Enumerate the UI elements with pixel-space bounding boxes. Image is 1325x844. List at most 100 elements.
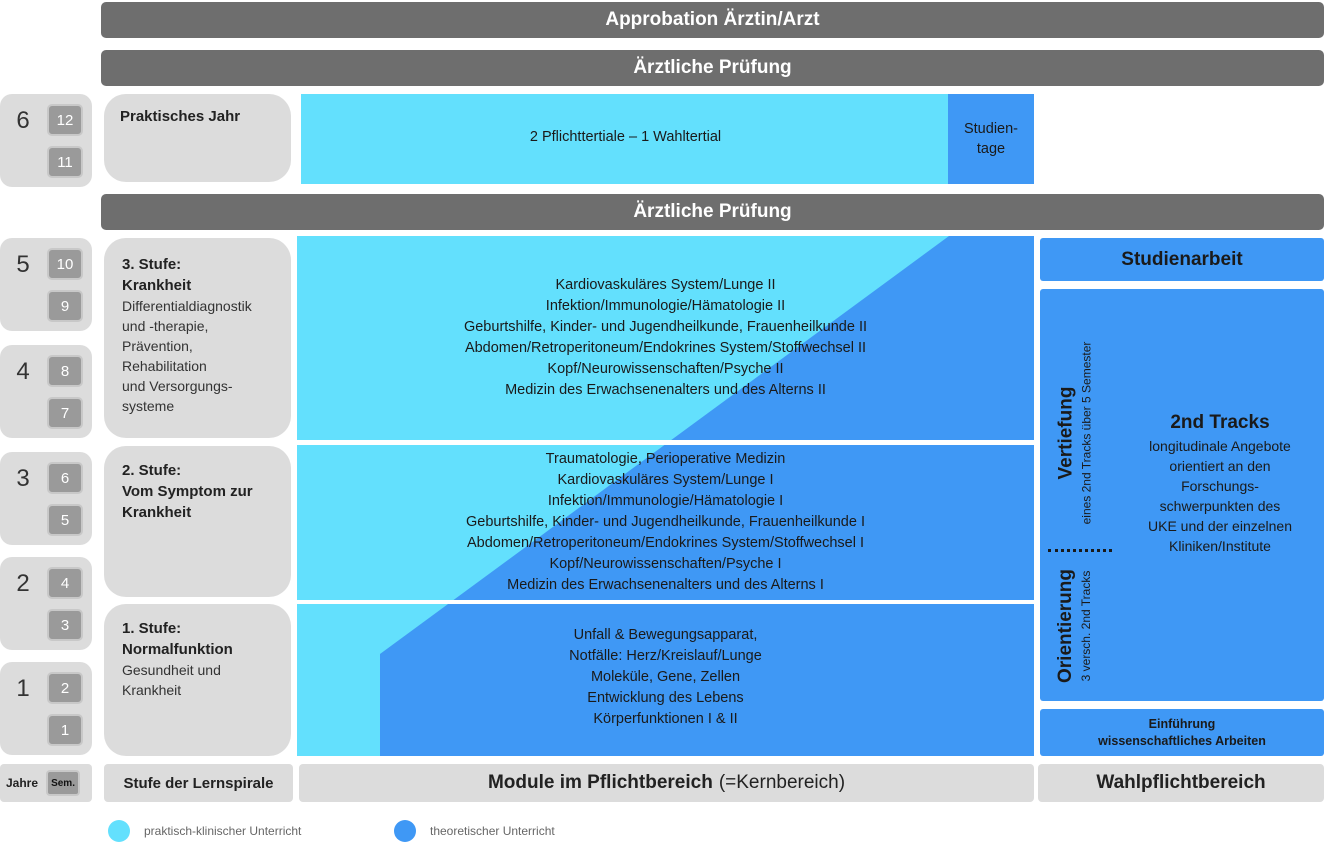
orientierung-group: Orientierung 3 versch. 2nd Tracks bbox=[1048, 560, 1100, 692]
pruefung-label-mid: Ärztliche Prüfung bbox=[633, 201, 792, 222]
second-tracks-desc-2: Forschungs- bbox=[1181, 478, 1259, 494]
footer-stufe: Stufe der Lernspirale bbox=[104, 764, 293, 802]
vertiefung-label: Vertiefung bbox=[1055, 386, 1077, 480]
pj-module-label: 2 Pflichttertiale – 1 Wahltertial bbox=[529, 128, 722, 145]
module-3-line-4: Kopf/Neurowissenschaften/Psyche II bbox=[547, 361, 784, 377]
year-number-5: 5 bbox=[16, 251, 30, 278]
module-2-line-5: Kopf/Neurowissenschaften/Psyche I bbox=[549, 556, 782, 572]
module-3-line-3: Abdomen/Retroperitoneum/Endokrines Syste… bbox=[464, 340, 867, 356]
einfuehrung-box: Einführung wissenschaftliches Arbeiten bbox=[1040, 709, 1324, 756]
footer-jahre-label: Jahre bbox=[6, 776, 39, 790]
module-2-line-6: Medizin des Erwachsenenalters und des Al… bbox=[507, 577, 824, 593]
second-tracks-text: 2nd Tracks longitudinale Angebote orient… bbox=[1120, 410, 1320, 556]
semester-1: 1 bbox=[47, 714, 83, 746]
year-number-4: 4 bbox=[16, 358, 30, 385]
footer-module-normal: (=Kernbereich) bbox=[718, 772, 846, 793]
stage-1-title-a: 1. Stufe: bbox=[122, 620, 182, 637]
module-2-line-0: Traumatologie, Perioperative Medizin bbox=[545, 451, 786, 467]
module-1-line-1: Notfälle: Herz/Kreislauf/Lunge bbox=[569, 647, 762, 664]
footer-wahl-label: Wahlpflichtbereich bbox=[1096, 772, 1266, 793]
stage-3-desc-5: systeme bbox=[122, 398, 175, 414]
footer-stufe-label: Stufe der Lernspirale bbox=[123, 774, 274, 792]
semester-8: 8 bbox=[47, 355, 83, 387]
semester-12: 12 bbox=[47, 104, 83, 136]
legend-practical-label: praktisch-klinischer Unterricht bbox=[144, 824, 302, 838]
semester-11: 11 bbox=[47, 146, 83, 178]
year-number-3: 3 bbox=[16, 465, 30, 492]
module-2-line-3: Geburtshilfe, Kinder- und Jugendheilkund… bbox=[465, 514, 865, 530]
stage-3-desc-1: und -therapie, bbox=[122, 318, 209, 334]
pruefung-bar-mid: Ärztliche Prüfung bbox=[101, 194, 1324, 230]
second-tracks-desc-4: UKE und der einzelnen bbox=[1148, 518, 1292, 534]
second-tracks-panel bbox=[1040, 289, 1324, 701]
stage-2-title-a: 2. Stufe: bbox=[122, 462, 182, 479]
pj-module-text: 2 Pflichttertiale – 1 Wahltertial bbox=[301, 94, 950, 180]
stage-2-title-b: Vom Symptom zur bbox=[122, 483, 253, 500]
semester-10: 10 bbox=[47, 248, 83, 280]
footer-wahl: Wahlpflichtbereich bbox=[1038, 764, 1324, 802]
module-block-1: Unfall & Bewegungsapparat, Notfälle: Her… bbox=[297, 604, 1034, 750]
module-1-line-3: Entwicklung des Lebens bbox=[587, 689, 744, 706]
theoretical-region bbox=[380, 236, 1034, 756]
footer-module-bold: Module im Pflichtbereich bbox=[487, 772, 713, 793]
second-tracks-desc-3: schwerpunkten des bbox=[1159, 498, 1281, 514]
studientage-label-b: tage bbox=[976, 141, 1006, 157]
module-3-line-2: Geburtshilfe, Kinder- und Jugendheilkund… bbox=[463, 319, 868, 335]
module-block-2: Traumatologie, Perioperative Medizin Kar… bbox=[297, 445, 1034, 600]
semester-2: 2 bbox=[47, 672, 83, 704]
pruefung-bar-top: Ärztliche Prüfung bbox=[101, 50, 1324, 86]
studientage-box: Studien- tage bbox=[948, 94, 1034, 184]
semester-3: 3 bbox=[47, 609, 83, 641]
stage-1-desc-0: Gesundheit und bbox=[122, 662, 221, 678]
semester-7: 7 bbox=[47, 397, 83, 429]
module-1-line-0: Unfall & Bewegungsapparat, bbox=[573, 626, 758, 643]
studienarbeit-box: Studienarbeit bbox=[1040, 238, 1324, 281]
einfuehrung-label-b: wissenschaftliches Arbeiten bbox=[1098, 733, 1266, 748]
module-2-line-4: Abdomen/Retroperitoneum/Endokrines Syste… bbox=[466, 535, 865, 551]
second-tracks-desc-0: longitudinale Angebote bbox=[1149, 438, 1291, 454]
second-tracks-title: 2nd Tracks bbox=[1170, 412, 1270, 433]
stage-3-desc-3: Rehabilitation bbox=[122, 358, 207, 374]
year-number-6: 6 bbox=[16, 107, 30, 134]
stage-pj: Praktisches Jahr bbox=[104, 94, 291, 182]
stage-3-desc-0: Differentialdiagnostik bbox=[122, 298, 252, 314]
year-number-2: 2 bbox=[16, 570, 30, 597]
semester-6: 6 bbox=[47, 462, 83, 494]
pj-module bbox=[301, 94, 950, 184]
orientierung-label: Orientierung bbox=[1055, 568, 1077, 684]
legend-theoretical-label: theoretischer Unterricht bbox=[430, 824, 555, 838]
stage-3: 3. Stufe: Krankheit Differentialdiagnost… bbox=[104, 238, 291, 438]
stage-3-title-a: 3. Stufe: bbox=[122, 256, 182, 273]
stage-pj-title: Praktisches Jahr bbox=[120, 108, 241, 125]
studientage-label-a: Studien- bbox=[963, 121, 1018, 137]
studienarbeit-label: Studienarbeit bbox=[1121, 248, 1243, 270]
module-2-line-1: Kardiovaskuläres System/Lunge I bbox=[557, 472, 774, 488]
stage-1-title-b: Normalfunktion bbox=[122, 641, 233, 658]
vertiefung-group: Vertiefung eines 2nd Tracks über 5 Semes… bbox=[1048, 323, 1100, 543]
pruefung-label-top: Ärztliche Prüfung bbox=[633, 57, 792, 78]
approbation-bar: Approbation Ärztin/Arzt bbox=[101, 2, 1324, 38]
stage-3-desc-2: Prävention, bbox=[122, 338, 193, 354]
footer-jahre: Jahre Sem. bbox=[0, 764, 92, 802]
semester-5: 5 bbox=[47, 504, 83, 536]
stage-2: 2. Stufe: Vom Symptom zur Krankheit bbox=[104, 446, 291, 597]
second-tracks-desc-5: Kliniken/Institute bbox=[1169, 538, 1271, 554]
einfuehrung-label-a: Einführung bbox=[1148, 716, 1216, 731]
orientierung-sub: 3 versch. 2nd Tracks bbox=[1079, 570, 1094, 682]
semester-9: 9 bbox=[47, 290, 83, 322]
module-2-line-2: Infektion/Immunologie/Hämatologie I bbox=[547, 493, 784, 509]
module-3-line-5: Medizin des Erwachsenenalters und des Al… bbox=[505, 382, 826, 398]
stage-1-desc-1: Krankheit bbox=[122, 682, 182, 698]
divider-dotted bbox=[1048, 549, 1112, 552]
year-number-1: 1 bbox=[16, 675, 30, 702]
legend-theoretical-dot bbox=[394, 820, 416, 842]
stage-3-desc-4: und Versorgungs- bbox=[122, 378, 233, 394]
footer-sem-label: Sem. bbox=[46, 770, 81, 796]
module-3-line-1: Infektion/Immunologie/Hämatologie II bbox=[545, 298, 786, 314]
stage-2-title-c: Krankheit bbox=[122, 504, 192, 521]
semester-4: 4 bbox=[47, 567, 83, 599]
footer-module: Module im Pflichtbereich (=Kernbereich) bbox=[299, 764, 1034, 802]
module-background bbox=[297, 236, 1034, 756]
module-1-line-4: Körperfunktionen I & II bbox=[593, 710, 738, 727]
module-block-3: Kardiovaskuläres System/Lunge II Infekti… bbox=[297, 236, 1034, 440]
